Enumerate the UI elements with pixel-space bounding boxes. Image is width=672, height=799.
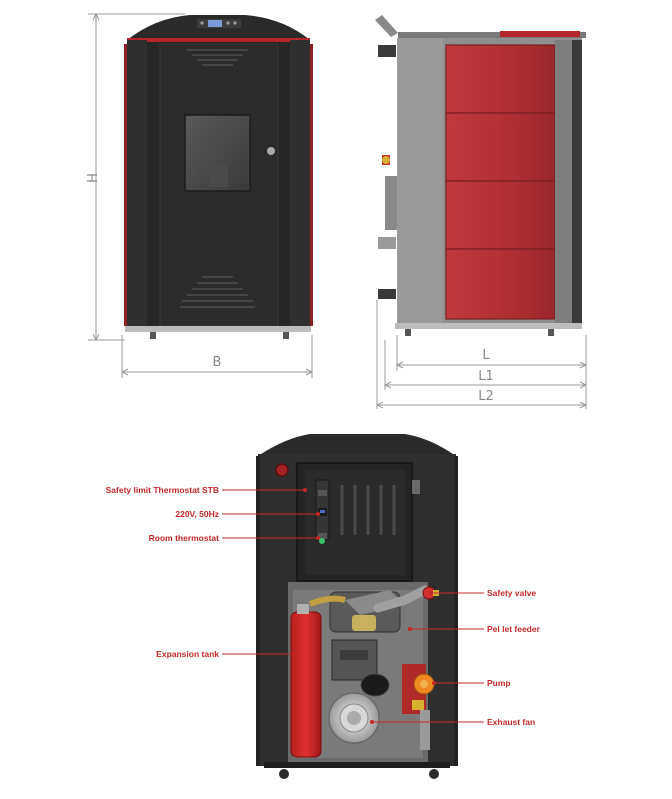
- callout-pump-label: Pump: [487, 678, 511, 688]
- length-1-label: L1: [478, 369, 494, 384]
- callout-exhaust-fan-label: Exhaust fan: [487, 717, 535, 727]
- door-handle: [267, 147, 275, 155]
- stb-reset-cap: [275, 463, 289, 477]
- front-side-panel: [127, 40, 147, 328]
- heat-exchanger-tubes: [340, 485, 396, 535]
- return-pipe: [373, 585, 430, 613]
- callout-room-thermostat-label: Room thermostat: [149, 533, 220, 543]
- callout-safety-valve-label: Safety valve: [487, 588, 536, 598]
- side-red-panels: [445, 44, 556, 320]
- front-view: H B: [86, 12, 314, 378]
- height-dimension: [88, 12, 185, 342]
- width-dimension: [120, 335, 314, 378]
- callout-leader-lines: [222, 488, 484, 724]
- height-label: H: [86, 173, 101, 183]
- side-view: L L1 L2: [375, 15, 588, 409]
- rear-flue-pipe: [378, 45, 396, 57]
- length-dimensions: [375, 300, 588, 409]
- expansion-tank: [290, 611, 322, 758]
- top-lid-flap: [375, 15, 398, 37]
- width-label: B: [213, 355, 222, 370]
- callout-expansion-tank-label: Expansion tank: [156, 649, 219, 659]
- side-base: [395, 323, 582, 329]
- internal-view: [256, 434, 458, 779]
- callout-power-label: 220V, 50Hz: [175, 509, 219, 519]
- stove-base: [125, 326, 311, 332]
- top-vent-grille: [187, 49, 248, 66]
- internal-top-hood: [258, 434, 456, 456]
- length-2-label: L2: [478, 389, 494, 404]
- bottom-vent-grille: [180, 276, 255, 308]
- length-label: L: [482, 348, 490, 363]
- air-intake-duct: [360, 673, 390, 697]
- callout-stb-label: Safety limit Thermostat STB: [106, 485, 219, 495]
- callout-pellet-feeder-label: Pel let feeder: [487, 624, 541, 634]
